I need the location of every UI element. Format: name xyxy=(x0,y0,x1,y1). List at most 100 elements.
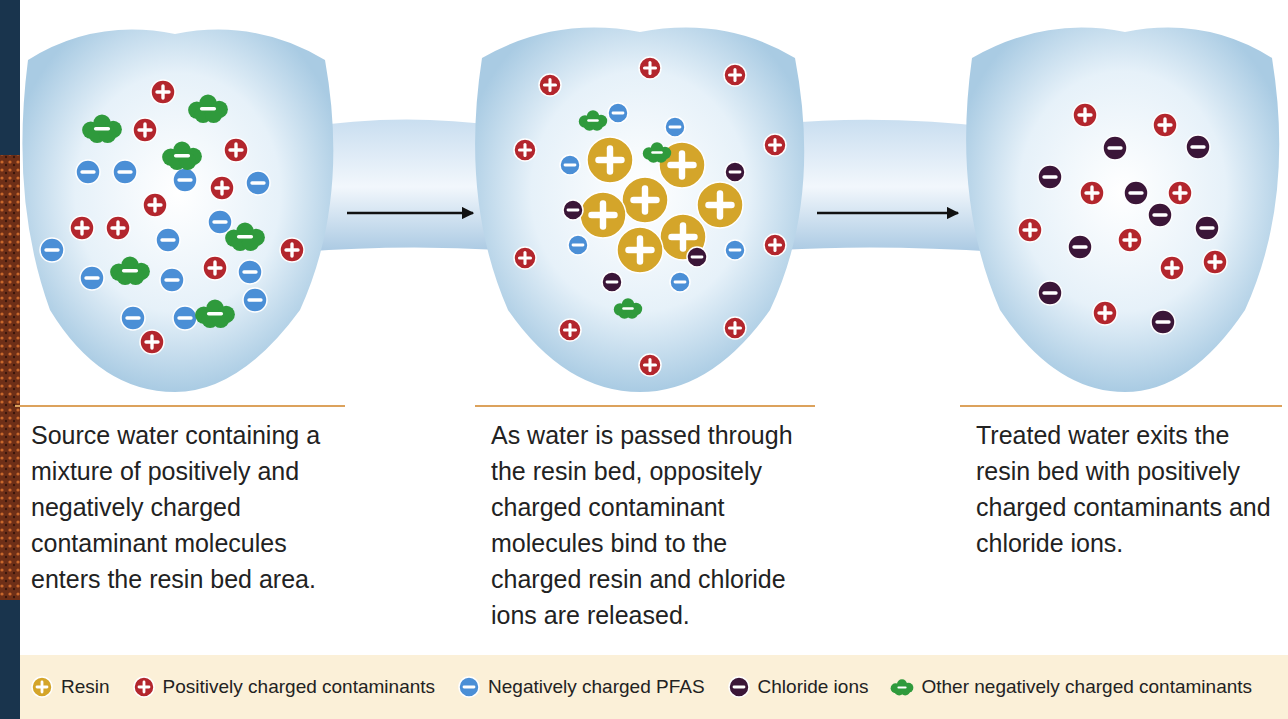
pfas-ion xyxy=(560,155,580,175)
legend-text: Other negatively charged contaminants xyxy=(921,676,1252,698)
pfas-ion xyxy=(725,240,745,260)
positive-ion xyxy=(764,134,786,156)
resin-bead xyxy=(587,137,633,183)
chloride-ion xyxy=(687,247,707,267)
stage-panel: Treated water exits the resin bed with p… xyxy=(960,10,1282,569)
resin-bead xyxy=(622,177,668,223)
positive-ion xyxy=(151,80,175,104)
flow-arrow xyxy=(817,212,958,215)
chloride-ion xyxy=(1038,165,1062,189)
legend-text: Chloride ions xyxy=(758,676,869,698)
positive-ion xyxy=(1018,218,1042,242)
positive-ion xyxy=(143,193,167,217)
other-contaminant xyxy=(188,94,228,123)
other-contaminant xyxy=(82,114,122,143)
other-contaminant xyxy=(162,141,202,170)
chloride-ion xyxy=(602,272,622,292)
other-contaminant xyxy=(614,298,642,318)
positive-ion xyxy=(1153,113,1177,137)
chloride-ion xyxy=(1103,136,1127,160)
pfas-ion xyxy=(208,210,232,234)
legend-item: Negatively charged PFAS xyxy=(457,675,705,699)
chloride-ion xyxy=(1124,181,1148,205)
legend-swatch xyxy=(132,675,156,699)
positive-ion xyxy=(514,247,536,269)
stage-caption: Source water containing a mixture of pos… xyxy=(15,405,345,597)
side-texture xyxy=(0,155,22,600)
chloride-ion xyxy=(1038,281,1062,305)
pfas-ion xyxy=(173,168,197,192)
pfas-ion xyxy=(160,268,184,292)
legend-swatch xyxy=(890,675,914,699)
pfas-ion xyxy=(173,306,197,330)
chloride-ion xyxy=(725,162,745,182)
pfas-ion xyxy=(113,160,137,184)
positive-ion xyxy=(1093,301,1117,325)
positive-ion xyxy=(203,256,227,280)
legend-text: Positively charged contaminants xyxy=(163,676,435,698)
legend-swatch xyxy=(457,675,481,699)
legend-swatch-shape xyxy=(32,677,52,697)
resin-bead xyxy=(697,182,743,228)
legend-swatch-shape xyxy=(459,677,479,697)
pfas-ion xyxy=(243,288,267,312)
positive-ion xyxy=(280,238,304,262)
other-contaminant xyxy=(643,142,671,162)
positive-ion xyxy=(210,176,234,200)
positive-ion xyxy=(639,354,661,376)
positive-ion xyxy=(764,234,786,256)
positive-ion xyxy=(1168,181,1192,205)
water-blob xyxy=(966,28,1279,392)
legend-item: Other negatively charged contaminants xyxy=(890,675,1252,699)
legend-swatch xyxy=(727,675,751,699)
resin-bead xyxy=(659,142,705,188)
positive-ion xyxy=(559,319,581,341)
chloride-ion xyxy=(563,200,583,220)
resin-bead xyxy=(617,227,663,273)
legend-item: Chloride ions xyxy=(727,675,869,699)
positive-ion xyxy=(70,216,94,240)
pfas-ion xyxy=(121,306,145,330)
chloride-ion xyxy=(1195,216,1219,240)
positive-ion xyxy=(539,74,561,96)
chloride-ion xyxy=(1186,135,1210,159)
positive-ion xyxy=(724,317,746,339)
legend-swatch xyxy=(30,675,54,699)
legend-swatch-shape xyxy=(134,677,154,697)
pfas-ion xyxy=(670,272,690,292)
positive-ion xyxy=(639,57,661,79)
other-contaminant xyxy=(195,299,235,328)
water-blob xyxy=(22,30,333,392)
flow-arrow xyxy=(347,212,473,215)
legend: Resin Positively charged contaminants Nega… xyxy=(20,655,1288,719)
legend-text: Resin xyxy=(61,676,110,698)
legend-item: Resin xyxy=(30,675,110,699)
other-contaminant xyxy=(225,222,265,251)
pfas-ion xyxy=(238,260,262,284)
positive-ion xyxy=(1160,256,1184,280)
pfas-ion xyxy=(40,238,64,262)
other-contaminant xyxy=(579,110,607,130)
stage-caption: As water is passed through the resin bed… xyxy=(475,405,815,633)
other-contaminant xyxy=(110,256,150,285)
positive-ion xyxy=(514,139,536,161)
positive-ion xyxy=(1080,181,1104,205)
pfas-ion xyxy=(80,266,104,290)
positive-ion xyxy=(1073,103,1097,127)
pfas-ion xyxy=(568,235,588,255)
pfas-ion xyxy=(76,160,100,184)
positive-ion xyxy=(1118,228,1142,252)
positive-ion xyxy=(140,330,164,354)
pfas-ion xyxy=(665,117,685,137)
stage-panel: Source water containing a mixture of pos… xyxy=(15,10,345,605)
legend-text: Negatively charged PFAS xyxy=(488,676,705,698)
legend-swatch-shape xyxy=(729,677,749,697)
stage-caption: Treated water exits the resin bed with p… xyxy=(960,405,1282,561)
positive-ion xyxy=(133,118,157,142)
resin-bead xyxy=(580,192,626,238)
positive-ion xyxy=(224,138,248,162)
legend-item: Positively charged contaminants xyxy=(132,675,435,699)
chloride-ion xyxy=(1151,310,1175,334)
chloride-ion xyxy=(1148,203,1172,227)
stage-panel: As water is passed through the resin bed… xyxy=(475,10,815,641)
